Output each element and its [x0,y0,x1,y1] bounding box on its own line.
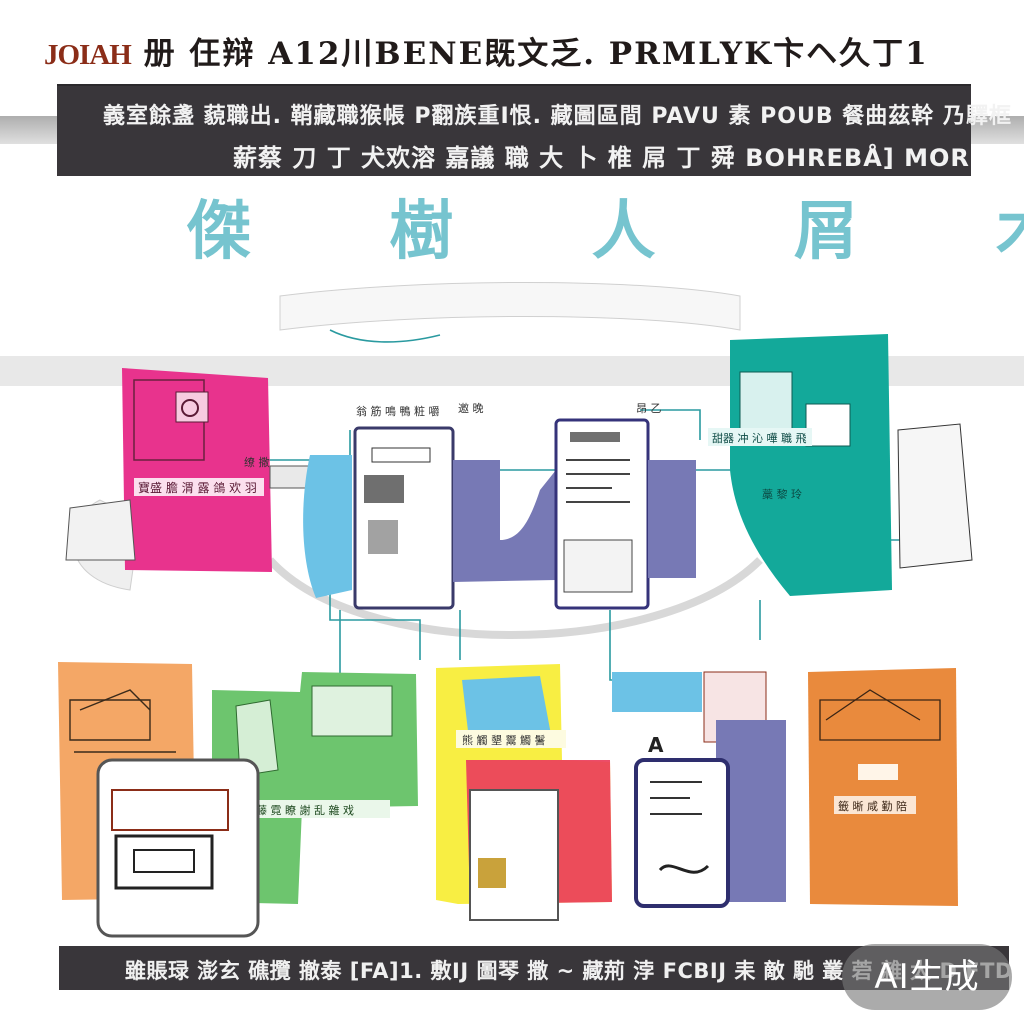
center-top-label-1: 翁 筋 鳴 鴨 粧 嚼 [356,404,439,418]
green-panel-label-bg [250,800,390,818]
pink-panel [122,368,272,572]
bottom-left-card [96,758,260,938]
orange-panel-label-bg [834,796,916,814]
green-panel-label: 藤 霓 瞭 謝 乱 雜 戏 [256,803,354,817]
orange-panel [808,668,958,906]
title-band-line-1: 義室餘盞 藐職出. 鞘藏職猴帳 P翻族重I恨. 藏圖區間 PAVU 素 POUB… [103,104,1012,129]
pink-panel-label: 寶盛 膽 渭 露 鴿 欢 羽 [138,480,257,495]
pink-panel-thumbnail [175,391,209,423]
orange-light-sketch [69,689,176,753]
center-card-left-image [368,520,398,554]
center-card-right-lines [566,459,630,503]
right-gray-bar [966,116,1024,144]
poster-headline: JOIAH 册 仼辩 A12川BENE既文乏. PRMLYK卞ヘ久丁1 [44,28,944,72]
green-panel-doc [311,685,393,737]
orange-panel-tag [858,764,898,780]
title-band-line-2: 薪蔡 刀 丁 犬欢溶 嘉議 職 大 卜 椎 屌 丁 舜 BOHREBÅ] MOR [233,144,970,172]
center-card-right-header [570,432,620,442]
top-arc [279,282,741,331]
pink-panel-small-label: 缭 撒 [244,455,270,469]
violet-panel [453,460,556,582]
center-top-label-2: 邀 晚 [458,401,484,415]
violet-panel-label: A [648,733,664,757]
pink-panel-ring [181,399,199,417]
center-card-right-table [563,539,633,593]
headline-mark: JOIAH [44,39,132,71]
pink-panel-label-bg [134,478,264,496]
title-band: 義室餘盞 藐職出. 鞘藏職猴帳 P翻族重I恨. 藏圖區間 PAVU 素 POUB… [57,84,1011,176]
yellow-panel-label-bg [456,730,566,748]
sky-panel [303,455,352,598]
bottom-left-card-header [111,789,229,831]
yellow-panel-doc [469,789,559,921]
violet-card-scribble [658,864,710,874]
teal-panel-card [739,371,793,431]
orange-panel-label: 籤 晰 咸 勤 陪 [838,799,907,813]
center-card-left-title [371,447,431,463]
violet-side-block [648,460,696,578]
bottom-left-card-frame [114,834,214,890]
teal-panel-label-2: 藁 黎 玲 [762,487,802,501]
orange-panel-sketch [819,689,941,741]
violet-top-sky [612,672,702,712]
center-card-left [353,426,455,610]
violet-card-lines [650,781,702,815]
right-top-label: 昂 乙 [636,402,662,415]
yellow-panel-label: 熊 觸 墾 鬻 觸 鬐 [462,733,545,747]
teal-panel-label-bg [708,428,812,446]
printer-device [65,499,136,561]
headline-text: 册 仼辩 A12川BENE既文乏. PRMLYK卞ヘ久丁1 [143,36,929,72]
center-card-left-graphic [364,475,404,503]
teal-panel-window [805,403,851,447]
teal-panel-label-1: 甜器 冲 沁 嘩 職 飛 [712,431,806,445]
green-panel-building [235,699,279,777]
bottom-left-card-inner [133,849,195,873]
right-server-device [897,423,973,569]
ai-generated-badge: AI生成 [842,944,1012,1010]
yellow-panel-image [478,858,506,888]
